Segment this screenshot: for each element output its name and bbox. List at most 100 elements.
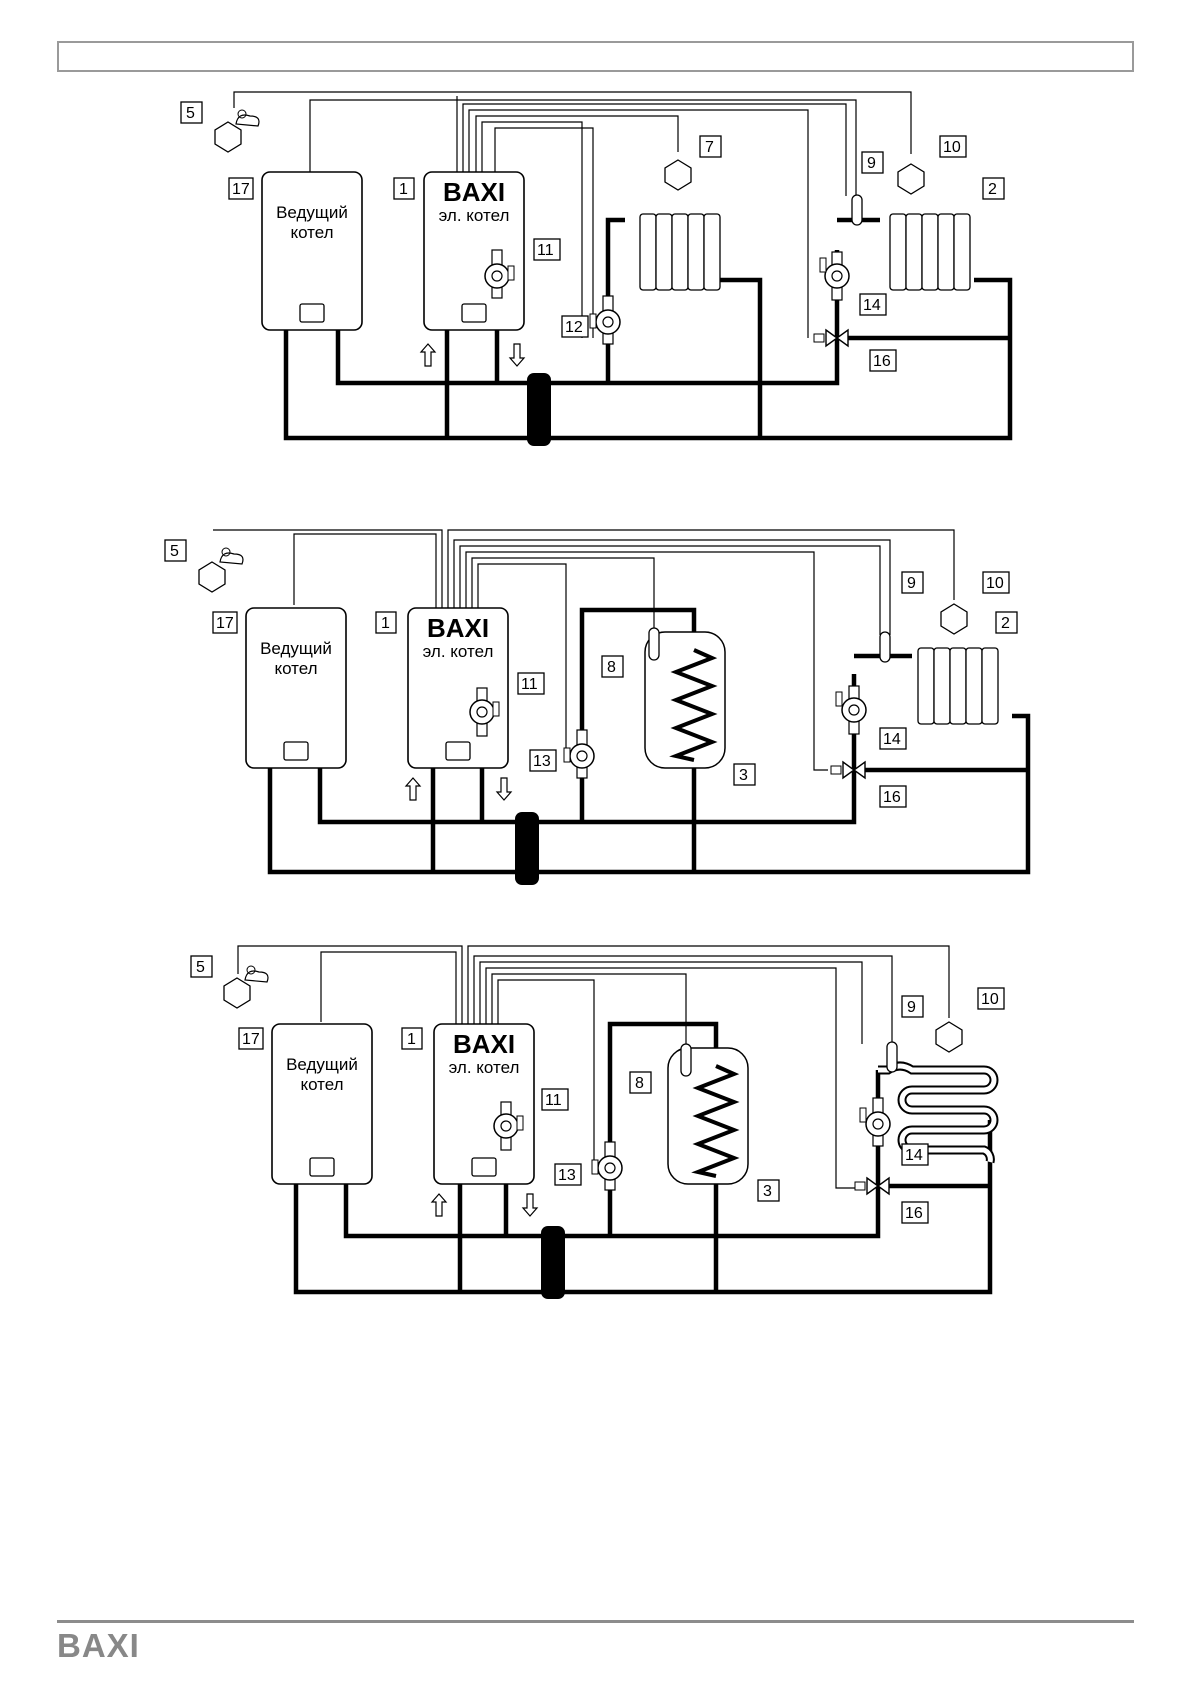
label-5: 5 (180, 101, 203, 124)
label-14: 14 (879, 727, 907, 750)
svg-text:1: 1 (381, 615, 390, 632)
boiler-pump-11 (469, 687, 500, 737)
electric-boiler-display (461, 303, 487, 323)
label-3: 3 (757, 1179, 780, 1202)
hydraulic-pipes (293, 1021, 993, 1295)
label-5: 5 (164, 539, 187, 562)
svg-text:14: 14 (863, 297, 881, 314)
svg-text:10: 10 (943, 139, 961, 156)
lead-boiler (271, 1023, 373, 1185)
electric-boiler-brand: BAXI (453, 1029, 515, 1059)
svg-text:16: 16 (883, 789, 901, 806)
svg-text:5: 5 (186, 105, 195, 122)
mixing-valve-16 (854, 1176, 890, 1196)
hydraulic-separator (541, 1226, 565, 1299)
label-11: 11 (541, 1088, 569, 1111)
room-thermostat-10 (940, 603, 968, 635)
mixing-pump-14 (859, 1097, 891, 1147)
svg-text:1: 1 (407, 1031, 416, 1048)
label-5: 5 (190, 955, 213, 978)
svg-text:10: 10 (981, 991, 999, 1008)
flow-sensor-9 (886, 1041, 898, 1073)
label-9: 9 (901, 995, 924, 1018)
hot-water-tank (644, 631, 726, 769)
label-14: 14 (859, 293, 887, 316)
hydraulic-separator (527, 373, 551, 446)
electric-boiler-name: эл. котел (449, 1058, 520, 1077)
footer-brand-logo: BAXI (57, 1627, 140, 1664)
label-9: 9 (901, 571, 924, 594)
electric-boiler-display (471, 1157, 497, 1177)
svg-text:11: 11 (545, 1092, 562, 1109)
tank-pump-13 (563, 729, 595, 779)
outdoor-sensor (223, 965, 269, 1009)
label-11: 11 (517, 672, 545, 695)
svg-text:17: 17 (242, 1031, 260, 1048)
tank-sensor-8 (648, 627, 660, 661)
svg-text:13: 13 (533, 753, 551, 770)
label-1: 1 (401, 1027, 423, 1050)
svg-text:7: 7 (705, 139, 714, 156)
flow-down-arrow (495, 777, 513, 801)
label-14: 14 (901, 1143, 929, 1166)
footer-rule (57, 1620, 1134, 1623)
svg-text:9: 9 (907, 999, 916, 1016)
circuit-pump-12 (589, 295, 621, 345)
electric-boiler-name: эл. котел (439, 206, 510, 225)
flow-sensor-9 (879, 631, 891, 663)
flow-down-arrow (508, 343, 526, 367)
label-17: 17 (238, 1027, 264, 1050)
label-2: 2 (982, 177, 1005, 200)
hydraulic-separator (515, 812, 539, 885)
header-frame (57, 41, 1134, 72)
svg-text:11: 11 (537, 242, 554, 259)
mixing-valve-16 (813, 328, 849, 348)
svg-text:8: 8 (607, 659, 616, 676)
label-3: 3 (733, 763, 756, 786)
label-13: 13 (529, 749, 557, 772)
radiator-mixed (917, 647, 999, 725)
svg-text:13: 13 (558, 1167, 576, 1184)
radiator-mixed (889, 213, 971, 291)
svg-text:16: 16 (905, 1205, 923, 1222)
svg-text:5: 5 (170, 543, 179, 560)
outdoor-sensor (214, 109, 260, 153)
mixing-pump-14 (835, 685, 867, 735)
room-thermostat-7 (664, 159, 692, 191)
control-wiring (213, 529, 955, 771)
lead-boiler (261, 171, 363, 331)
hot-water-tank (667, 1047, 749, 1185)
label-8: 8 (629, 1071, 652, 1094)
electric-boiler-display (445, 741, 471, 761)
boiler-pump-11 (484, 249, 515, 299)
label-7: 7 (699, 135, 722, 158)
flow-up-arrow (419, 343, 437, 367)
floor-heating-coil (878, 1061, 999, 1164)
lead-boiler-display (299, 303, 325, 323)
control-wiring (237, 945, 950, 1189)
svg-text:17: 17 (232, 181, 250, 198)
room-thermostat-10 (935, 1021, 963, 1053)
electric-boiler-brand: BAXI (427, 613, 489, 643)
label-16: 16 (901, 1201, 929, 1224)
radiator-direct (639, 213, 721, 291)
svg-text:5: 5 (196, 959, 205, 976)
label-8: 8 (601, 655, 624, 678)
lead-boiler (245, 607, 347, 769)
flow-up-arrow (404, 777, 422, 801)
svg-text:14: 14 (883, 731, 901, 748)
label-13: 13 (554, 1163, 582, 1186)
svg-text:3: 3 (763, 1183, 772, 1200)
label-10: 10 (939, 135, 967, 158)
label-9: 9 (861, 151, 884, 174)
label-10: 10 (977, 987, 1005, 1010)
svg-text:9: 9 (907, 575, 916, 592)
label-10: 10 (982, 571, 1010, 594)
lead-boiler-display (283, 741, 309, 761)
electric-boiler-name: эл. котел (423, 642, 494, 661)
